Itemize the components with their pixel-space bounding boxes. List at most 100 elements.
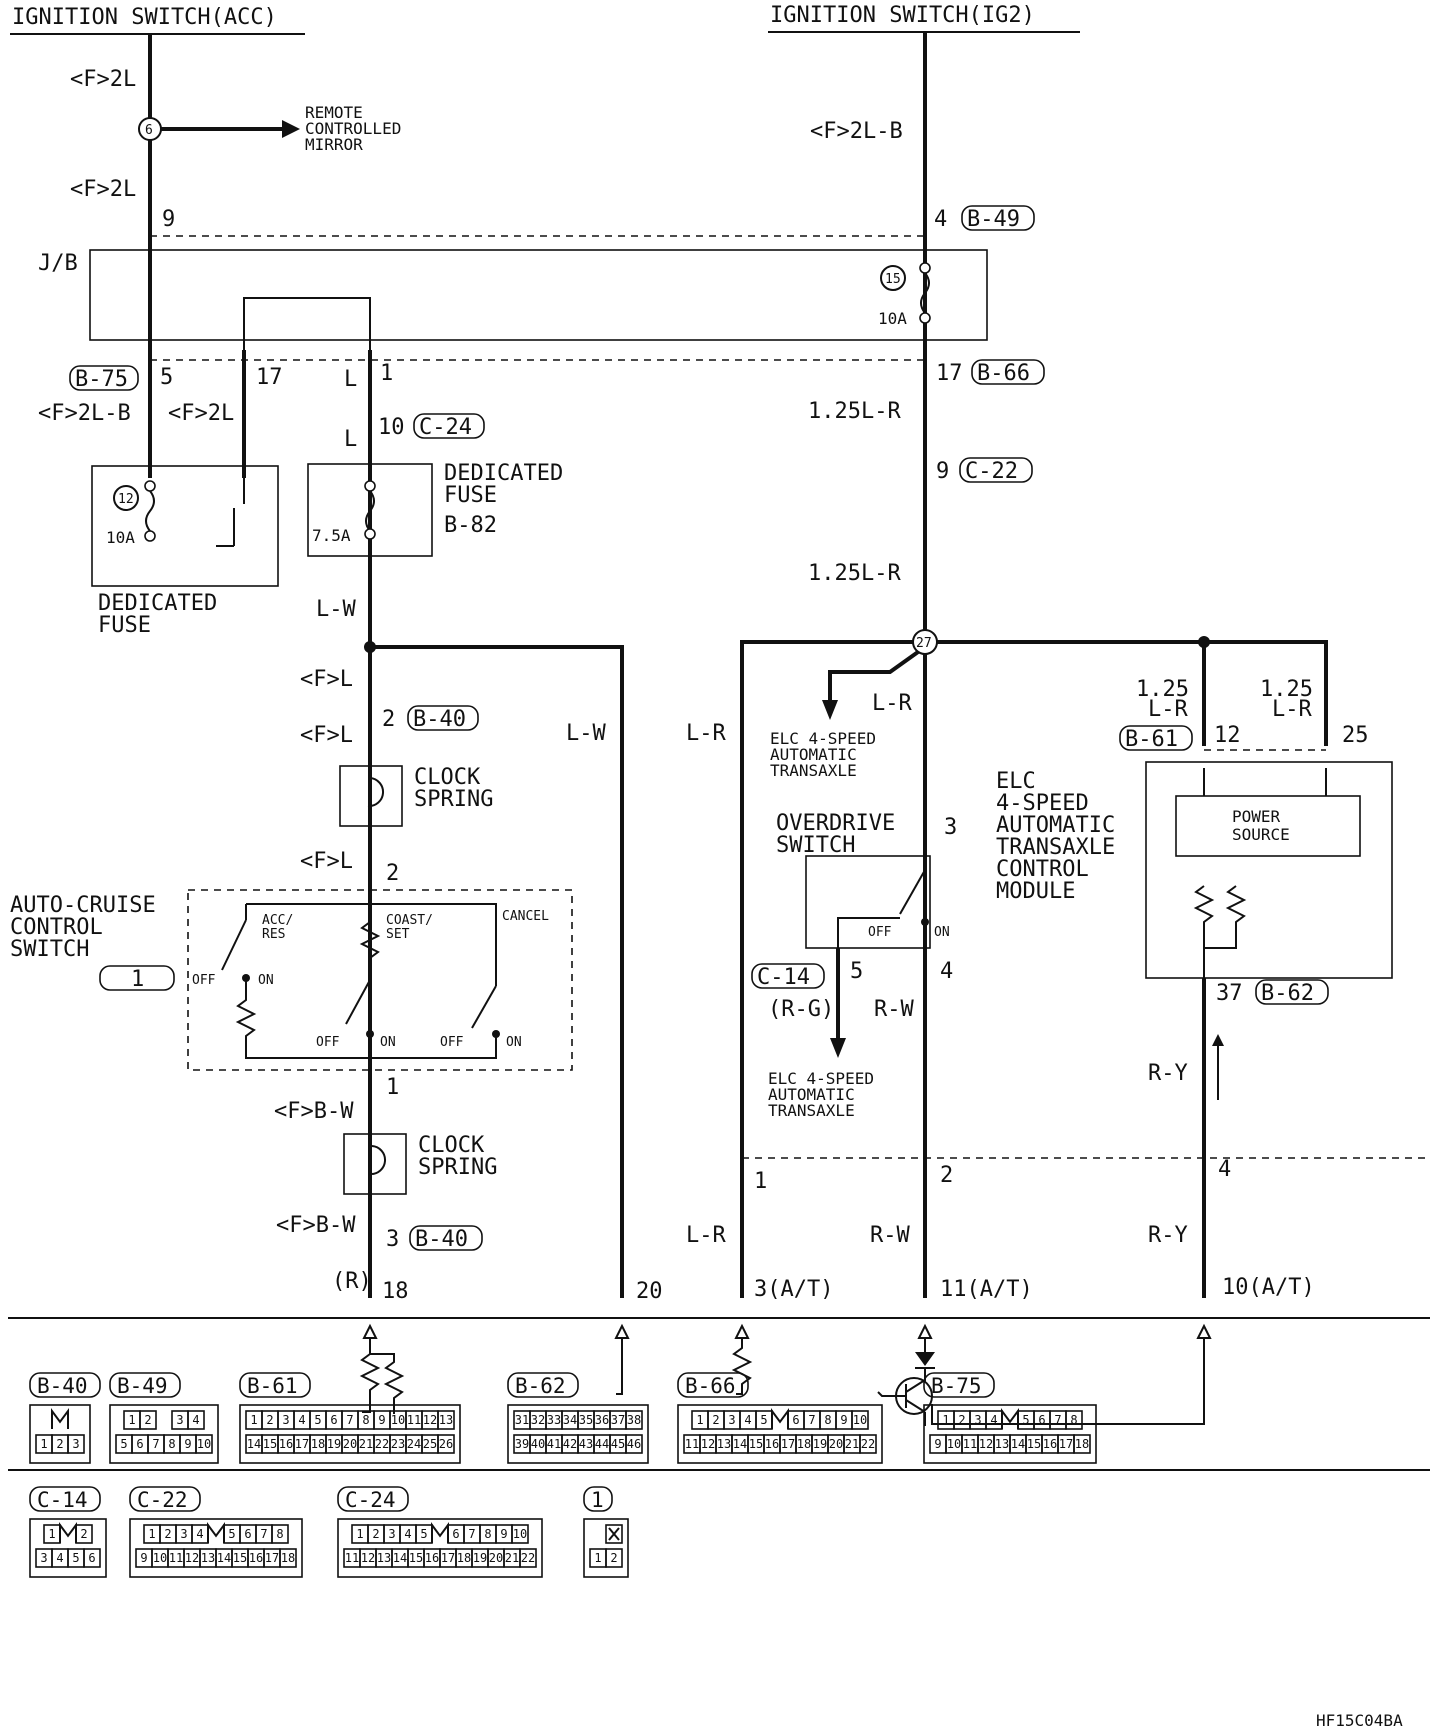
- terminal-1-mid: 1: [754, 1169, 767, 1194]
- svg-text:DEDICATED: DEDICATED: [98, 591, 217, 616]
- svg-text:DEDICATED: DEDICATED: [444, 461, 563, 486]
- power-source-box: [1175, 795, 1361, 857]
- connector-pin-number: 17: [781, 1437, 795, 1451]
- terminal-37: 37: [1216, 981, 1243, 1006]
- connector-pin-number: 22: [521, 1551, 535, 1565]
- svg-text:FUSE: FUSE: [98, 613, 151, 638]
- svg-text:CONTROL: CONTROL: [10, 915, 103, 940]
- connector-pin-number: 9: [840, 1413, 847, 1427]
- terminal-25: 25: [1342, 723, 1369, 748]
- figure-id: HF15C04BA: [1316, 1711, 1403, 1730]
- connector-pin-number: 10: [391, 1413, 405, 1427]
- connector-view-title: B-62: [515, 1374, 566, 1398]
- connector-pin: [851, 1410, 869, 1430]
- terminal-17: 17: [256, 365, 283, 390]
- svg-text:MODULE: MODULE: [996, 879, 1075, 904]
- wire-label-125lr-1: 1.25L-R: [808, 399, 901, 424]
- connector-pin-number: 5: [72, 1551, 79, 1565]
- wire-label-125-b: 1.25: [1260, 677, 1313, 702]
- connector-pin-number: 15: [233, 1551, 247, 1565]
- svg-text:SOURCE: SOURCE: [1232, 825, 1290, 844]
- connector-pin: [195, 1434, 213, 1454]
- connector-pin-number: 11: [169, 1551, 183, 1565]
- wire-label-lr-2: L-R: [686, 721, 726, 746]
- terminal-20: 20: [636, 1279, 663, 1304]
- terminal-1-acs: 1: [386, 1075, 399, 1100]
- connector-tag-b40-top-label: B-40: [413, 707, 466, 732]
- connector-pin-number: 22: [375, 1437, 389, 1451]
- connector-tag-b61-label: B-61: [1125, 727, 1178, 752]
- connector-pin-number: 16: [249, 1551, 263, 1565]
- terminal-3-od: 3: [944, 815, 957, 840]
- clock-spring-lower: [343, 1133, 407, 1195]
- connector-pin-number: 12: [979, 1437, 993, 1451]
- svg-text:ELC: ELC: [996, 769, 1036, 794]
- auto-cruise-control-switch-label: AUTO-CRUISE CONTROL SWITCH: [10, 893, 156, 962]
- connector-pin-number: 9: [378, 1413, 385, 1427]
- connector-pin-number: 13: [717, 1437, 731, 1451]
- connector-tag-c14: [751, 963, 825, 989]
- terminal-4-b49: 4: [934, 207, 947, 232]
- connector-pin-number: 3: [388, 1527, 395, 1541]
- connector-pin-number: 11: [345, 1551, 359, 1565]
- connector-pin-number: 4: [990, 1413, 997, 1427]
- connector-pin-number: 38: [627, 1413, 641, 1427]
- connector-key-mark: [59, 1521, 77, 1543]
- connector-tag-b49-label: B-49: [967, 207, 1020, 232]
- fuse-15-rating: 10A: [878, 309, 907, 328]
- connector-pin-number: 2: [372, 1527, 379, 1541]
- connector-tag-b40-top: [407, 705, 479, 731]
- terminal-4-mid: 4: [1218, 1157, 1231, 1182]
- wire-label-fl-3: <F>L: [300, 849, 353, 874]
- acc-res-label: ACC/: [262, 913, 293, 928]
- terminal-3-b40: 3: [386, 1227, 399, 1252]
- connector-pin-number: 12: [423, 1413, 437, 1427]
- connector-pin: [437, 1434, 455, 1454]
- wire-label-125lr-2: 1.25L-R: [808, 561, 901, 586]
- connector-pin-number: 20: [829, 1437, 843, 1451]
- svg-text:AUTOMATIC: AUTOMATIC: [770, 745, 857, 764]
- fuse-12-marker: [113, 485, 139, 511]
- svg-text:4-SPEED: 4-SPEED: [996, 791, 1089, 816]
- connector-tag-b61: [1119, 725, 1193, 751]
- connector-pin-number: 2: [266, 1413, 273, 1427]
- connector-pin-number: 7: [468, 1527, 475, 1541]
- wire-label-lr-a: L-R: [1148, 697, 1188, 722]
- connector-pin-number: 1: [696, 1413, 703, 1427]
- connector-pin-number: 4: [192, 1413, 199, 1427]
- connector-key-mark: [431, 1521, 449, 1543]
- wire-label-rw-1: R-W: [874, 997, 914, 1022]
- fuse-15-marker: [880, 265, 906, 291]
- connector-view-title-badge: [29, 1486, 101, 1512]
- connector-pin-number: 14: [393, 1551, 407, 1565]
- connector-pin-number: 9: [140, 1551, 147, 1565]
- connector-pin-number: 2: [958, 1413, 965, 1427]
- connector-pin-number: 31: [515, 1413, 529, 1427]
- terminal-4-od: 4: [940, 959, 953, 984]
- connector-pin-number: 15: [409, 1551, 423, 1565]
- wire-label-125-a: 1.25: [1136, 677, 1189, 702]
- coast-set-label: COAST/: [386, 913, 433, 928]
- svg-text:SWITCH: SWITCH: [10, 937, 89, 962]
- connector-pin-number: 9: [934, 1437, 941, 1451]
- connector-pin: [279, 1548, 297, 1568]
- connector-pin-number: 19: [327, 1437, 341, 1451]
- connector-pin-number: 2: [712, 1413, 719, 1427]
- connector-pin-number: 10: [947, 1437, 961, 1451]
- connector-pin-number: 19: [813, 1437, 827, 1451]
- connector-tag-b49: [961, 205, 1035, 231]
- connector-view-title: B-40: [37, 1374, 88, 1398]
- connector-pin-number: 6: [452, 1527, 459, 1541]
- connector-pin-number: 13: [201, 1551, 215, 1565]
- connector-pin-number: 5: [760, 1413, 767, 1427]
- connector-pin-number: 15: [263, 1437, 277, 1451]
- terminal-17-b66: 17: [936, 361, 963, 386]
- switch-connector-tag-1-label: 1: [131, 967, 144, 992]
- connector-pin-number: 23: [391, 1437, 405, 1451]
- terminal-10at: 10(A/T): [1222, 1275, 1315, 1300]
- od-off-label: OFF: [868, 925, 892, 940]
- dedicated-fuse-box-a: [91, 465, 279, 587]
- connector-pin-number: 5: [1022, 1413, 1029, 1427]
- connector-pin-number: 24: [407, 1437, 421, 1451]
